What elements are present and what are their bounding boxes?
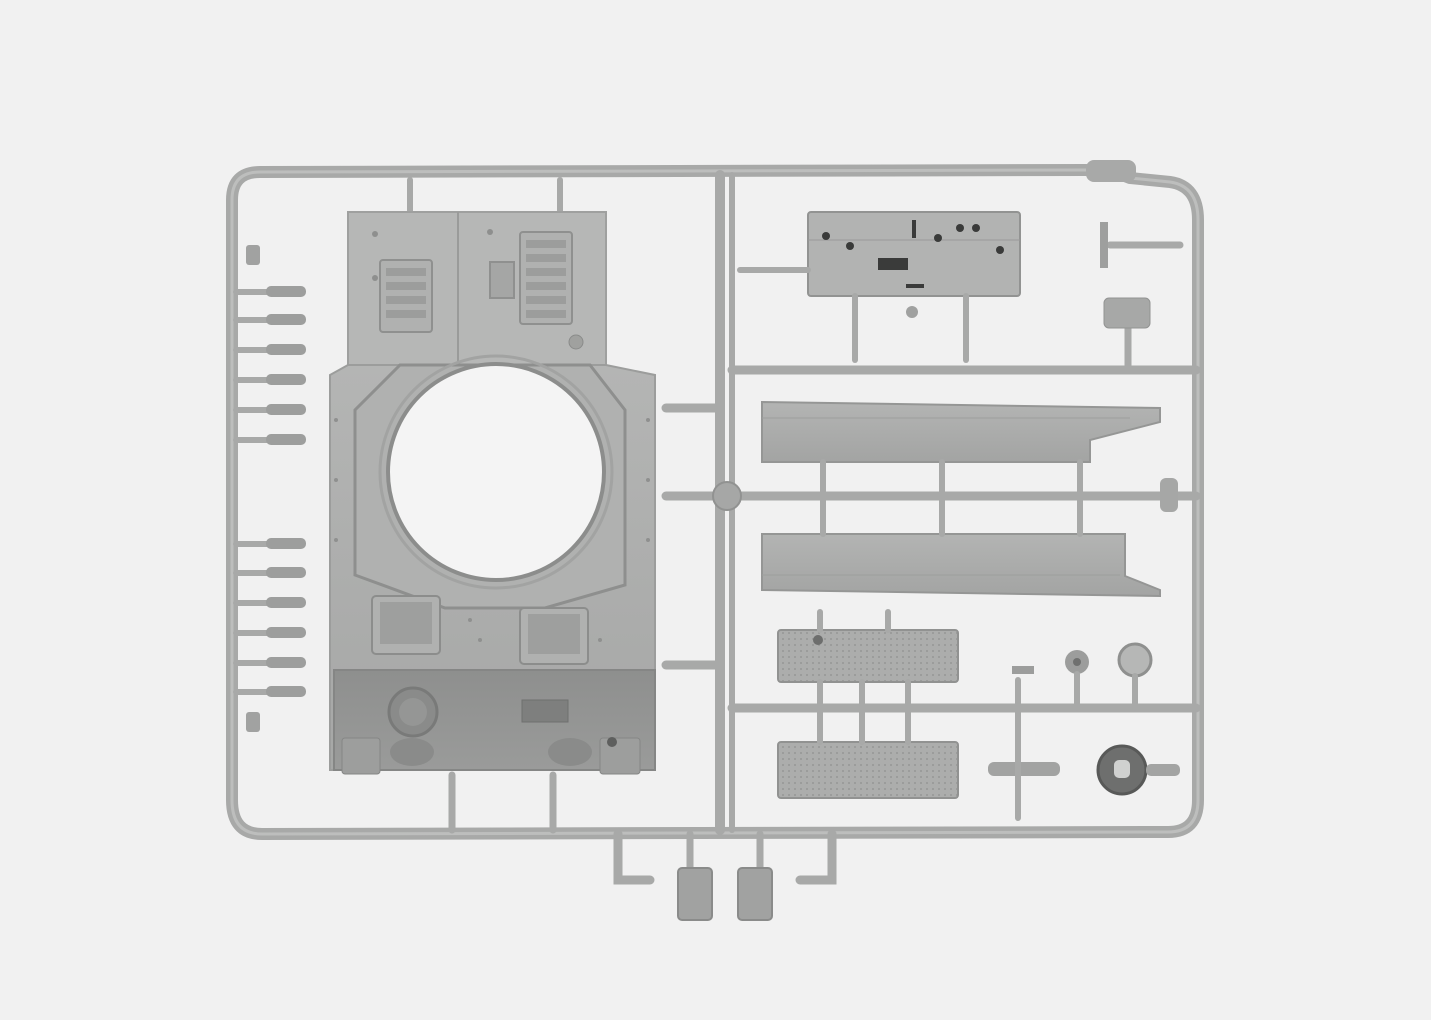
perforated-plate-part-1 xyxy=(777,629,959,683)
side-rail-part-2 xyxy=(761,533,1161,598)
small-fittings xyxy=(988,222,1153,821)
rear-plate-part xyxy=(333,669,656,775)
small-hook-parts-left xyxy=(233,245,306,732)
upper-hull-part xyxy=(329,354,656,771)
top-plate-part xyxy=(737,211,1021,363)
perforated-plate-part-2 xyxy=(777,741,959,799)
tab-parts-bottom xyxy=(677,867,773,921)
engine-deck-part xyxy=(347,211,607,371)
dome-part xyxy=(1096,744,1180,796)
side-rail-part-1 xyxy=(761,400,1161,463)
